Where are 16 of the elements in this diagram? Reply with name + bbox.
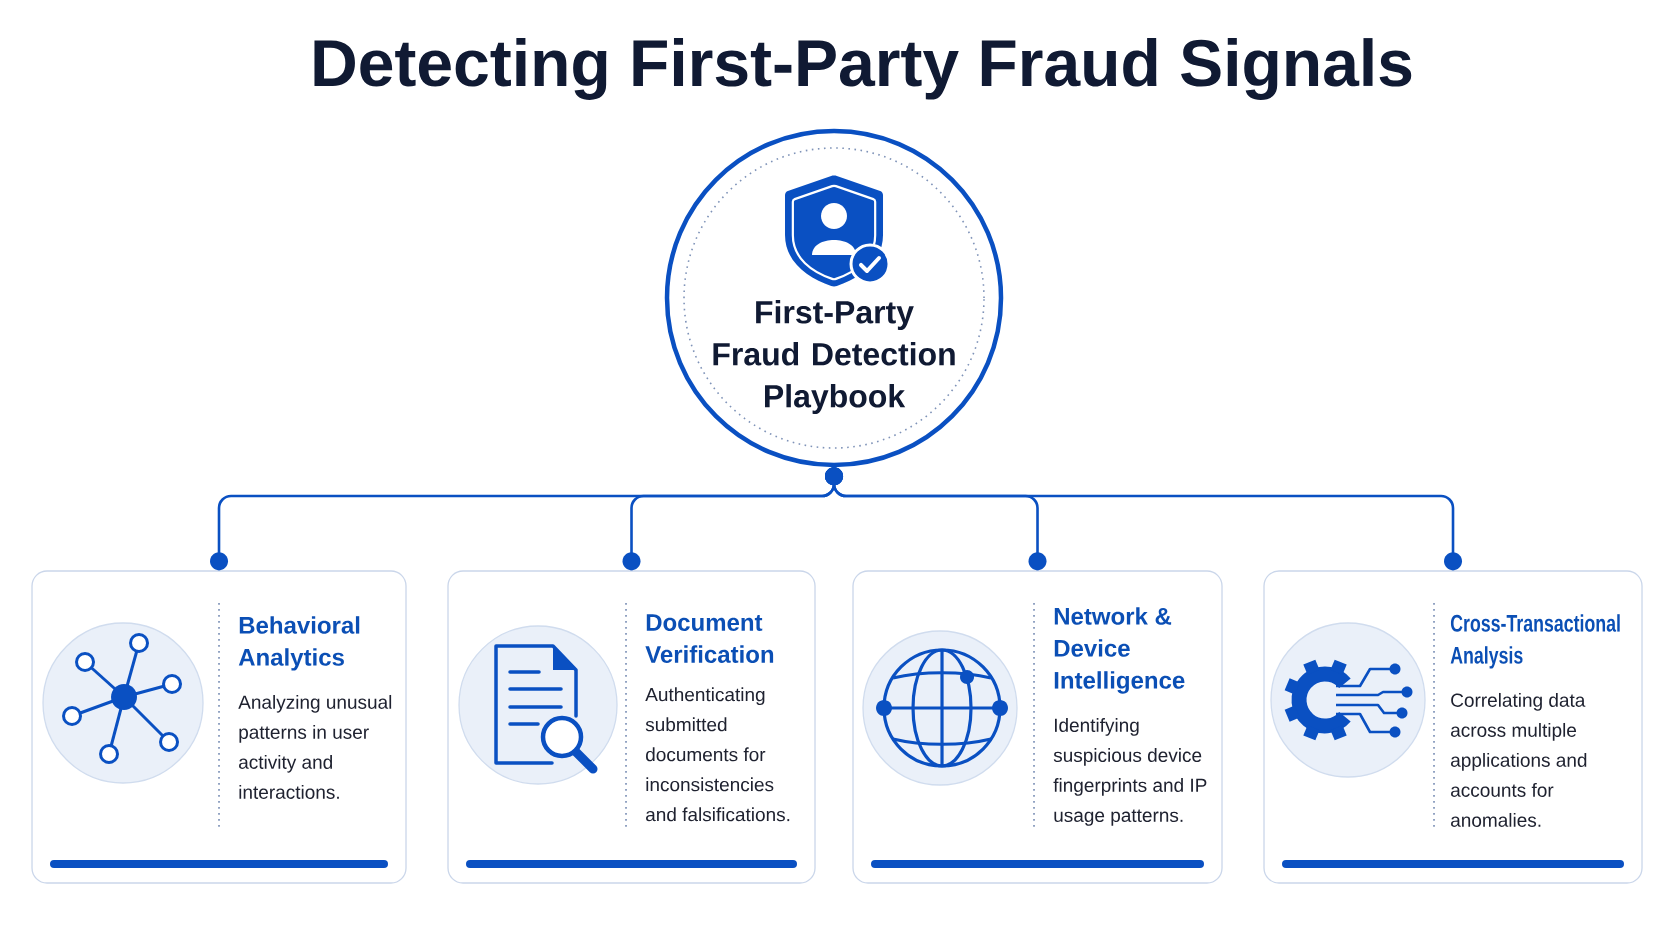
hub-circle bbox=[664, 128, 1004, 468]
card-heading: Behavioral Analytics bbox=[238, 616, 360, 671]
card-heading: Document Verification bbox=[645, 614, 774, 663]
card-heading: Cross-Transactional Analysis bbox=[1450, 614, 1620, 669]
hub-title: First-Party Fraud Detection Playbook bbox=[713, 300, 955, 414]
card-description: Analyzing unusual patterns in user activity and interactions. bbox=[238, 694, 392, 799]
card-description: Correlating data across multiple applications and accounts for anomalies. bbox=[1451, 692, 1587, 827]
card bbox=[1263, 570, 1643, 884]
card-heading: Network & Device Intelligence bbox=[1054, 607, 1185, 694]
card bbox=[852, 570, 1223, 884]
card bbox=[31, 570, 407, 884]
card-description: Authenticating submitted documents for inconsistencies and falsifications. bbox=[645, 687, 790, 822]
card-description: Identifying suspicious device fingerprints and IP usage patterns. bbox=[1053, 718, 1207, 826]
card bbox=[447, 570, 816, 884]
title: Detecting First-Party Fraud Signals bbox=[314, 38, 1412, 100]
connector bbox=[825, 467, 1462, 571]
